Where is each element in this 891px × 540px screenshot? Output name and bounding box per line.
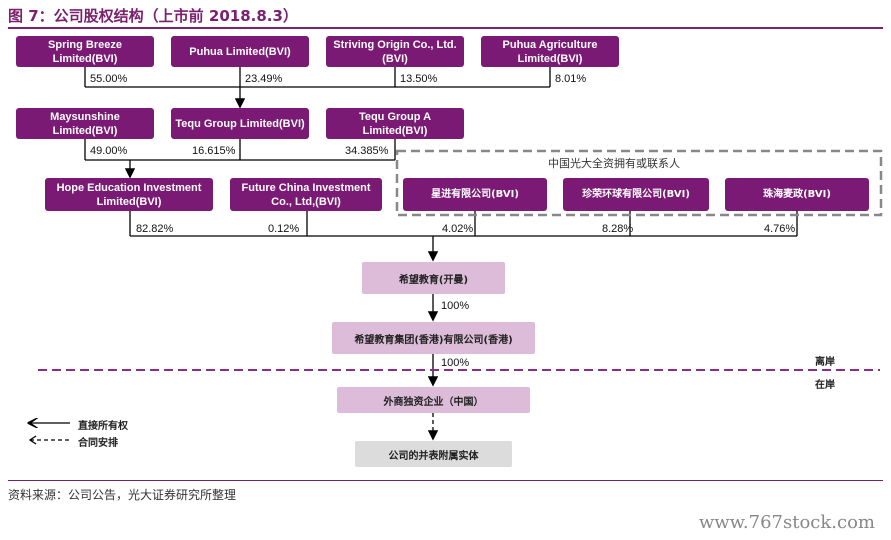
offshore-label: 离岸: [815, 357, 835, 368]
pct-label: 13.50%: [400, 73, 438, 85]
pct-label: 16.615%: [192, 145, 236, 157]
legend-dashed-arrowhead: [28, 435, 37, 445]
shareholder-box: Spring Breeze Limited(BVI): [16, 36, 154, 67]
title-rule: [8, 27, 883, 29]
pct-label: 49.00%: [90, 145, 128, 157]
group-label: 中国光大全资拥有或联系人: [548, 157, 680, 170]
pct-label: 55.00%: [90, 73, 128, 85]
pct-label: 8.28%: [602, 223, 634, 235]
shareholder-box: Puhua Limited(BVI): [171, 36, 309, 67]
legend-direct-label: 直接所有权: [78, 421, 128, 432]
shareholder-box: Striving Origin Co., Ltd.(BVI): [326, 36, 464, 67]
shareholder-box: Tequ Group Limited(BVI): [171, 108, 309, 139]
pct-label: 82.82%: [136, 223, 174, 235]
pct-label: 8.01%: [555, 73, 587, 85]
pct-label: 100%: [441, 300, 470, 312]
watermark: www.767stock.com: [698, 512, 875, 533]
source-note: 资料来源：公司公告，光大证券研究所整理: [8, 488, 237, 502]
entity-box-vie: 公司的并表附属实体: [355, 441, 512, 467]
pct-label: 4.76%: [764, 223, 796, 235]
group-frame: [395, 149, 883, 217]
figure-title: 图 7：公司股权结构（上市前 2018.8.3）: [8, 7, 298, 25]
source-rule: [8, 480, 883, 481]
pct-label: 4.02%: [442, 223, 474, 235]
onshore-label: 在岸: [815, 380, 835, 391]
pct-label: 23.49%: [245, 73, 283, 85]
shareholder-box: 星进有限公司(BVI): [403, 178, 547, 211]
entity-box-kaiman: 希望教育(开曼): [362, 262, 505, 294]
shareholder-box: 珠海麦政(BVI): [725, 178, 869, 211]
entity-box-wfoe: 外商独资企业（中国）: [337, 387, 530, 413]
shareholder-box: Maysunshine Limited(BVI): [16, 108, 154, 139]
shareholder-box: Hope Education Investment Limited(BVI): [45, 178, 213, 211]
shareholder-box: 珍荣环球有限公司(BVI): [563, 178, 709, 211]
legend-solid-arrowhead: [28, 418, 37, 428]
pct-label: 0.12%: [268, 223, 300, 235]
shareholder-box: Tequ Group A Limited(BVI): [326, 108, 464, 139]
pct-label: 100%: [441, 357, 470, 369]
legend-contract-label: 合同安排: [78, 438, 118, 449]
pct-label: 34.385%: [345, 145, 389, 157]
shareholder-box: Future China Investment Co., Ltd,(BVI): [230, 178, 382, 211]
shareholder-box: Puhua Agriculture Limited(BVI): [481, 36, 619, 67]
entity-box-hk: 希望教育集团(香港)有限公司(香港): [332, 322, 535, 354]
